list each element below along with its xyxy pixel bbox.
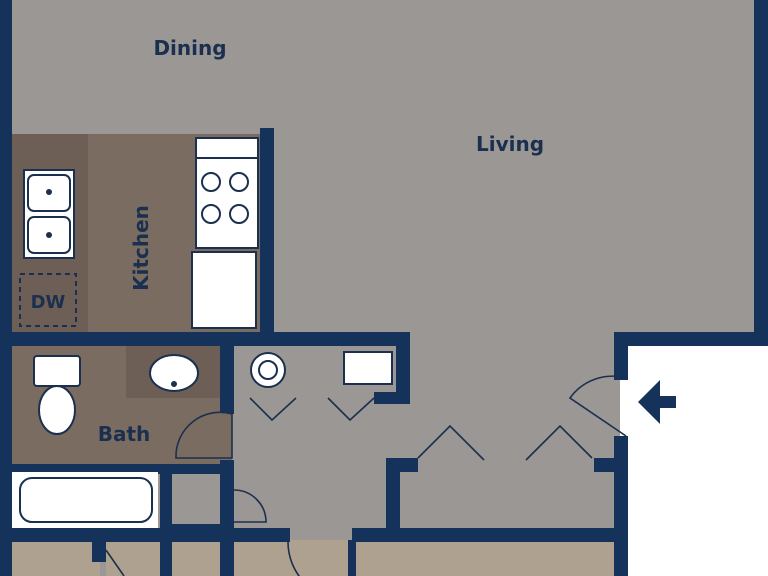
dishwasher-label: DW <box>31 292 66 313</box>
washer-dryer-icon <box>343 351 393 385</box>
room-label-bath: Bath <box>98 422 151 446</box>
stove-icon <box>195 137 259 249</box>
dishwasher-outline <box>19 273 77 327</box>
kitchen-sink-icon <box>23 169 75 259</box>
bathtub-icon <box>19 477 153 523</box>
bath-sink-drain-icon <box>171 381 177 387</box>
room-label-dining: Dining <box>153 36 226 60</box>
refrigerator-icon <box>191 251 257 329</box>
room-label-living: Living <box>476 132 544 156</box>
room-label-kitchen: Kitchen <box>129 205 153 291</box>
bottom-room-right <box>356 540 614 576</box>
water-heater-icon <box>250 352 286 388</box>
outside-area <box>620 340 768 576</box>
bottom-room-left <box>12 540 100 576</box>
toilet-icon <box>33 355 81 435</box>
entry-arrow-icon <box>638 380 676 424</box>
door-swings <box>105 375 627 576</box>
bath-sink-icon <box>149 354 199 392</box>
